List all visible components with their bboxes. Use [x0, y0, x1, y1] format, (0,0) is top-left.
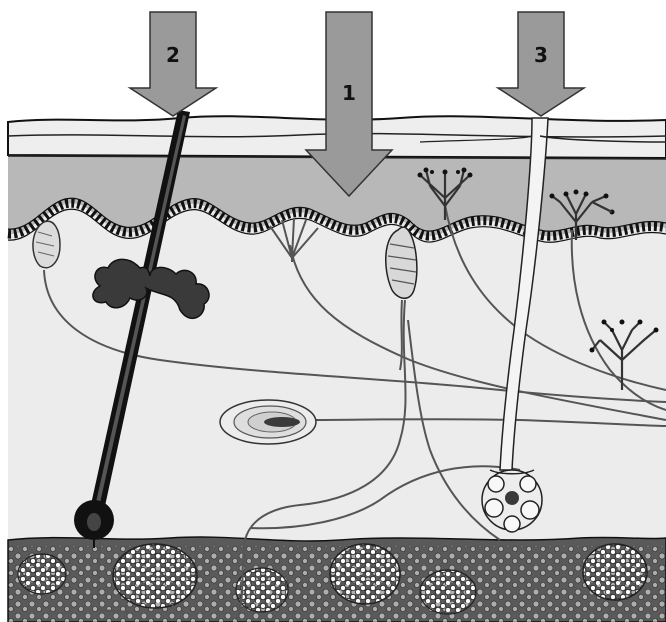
arrow-3: 3 — [498, 12, 584, 116]
fat-lobule — [330, 544, 400, 604]
fat-lobule — [420, 570, 476, 614]
fat-lobule — [113, 544, 197, 608]
arrow-1-label: 1 — [342, 81, 356, 105]
arrow-3-label: 3 — [534, 43, 548, 67]
fat-lobule — [236, 568, 288, 612]
arrow-2: 2 — [130, 12, 216, 116]
fat-lobule — [18, 554, 66, 594]
arrow-2-label: 2 — [166, 43, 180, 67]
merkel-cell-icon — [33, 221, 60, 268]
fat-lobule — [583, 544, 647, 600]
pacinian-corpuscle-icon — [220, 400, 316, 444]
